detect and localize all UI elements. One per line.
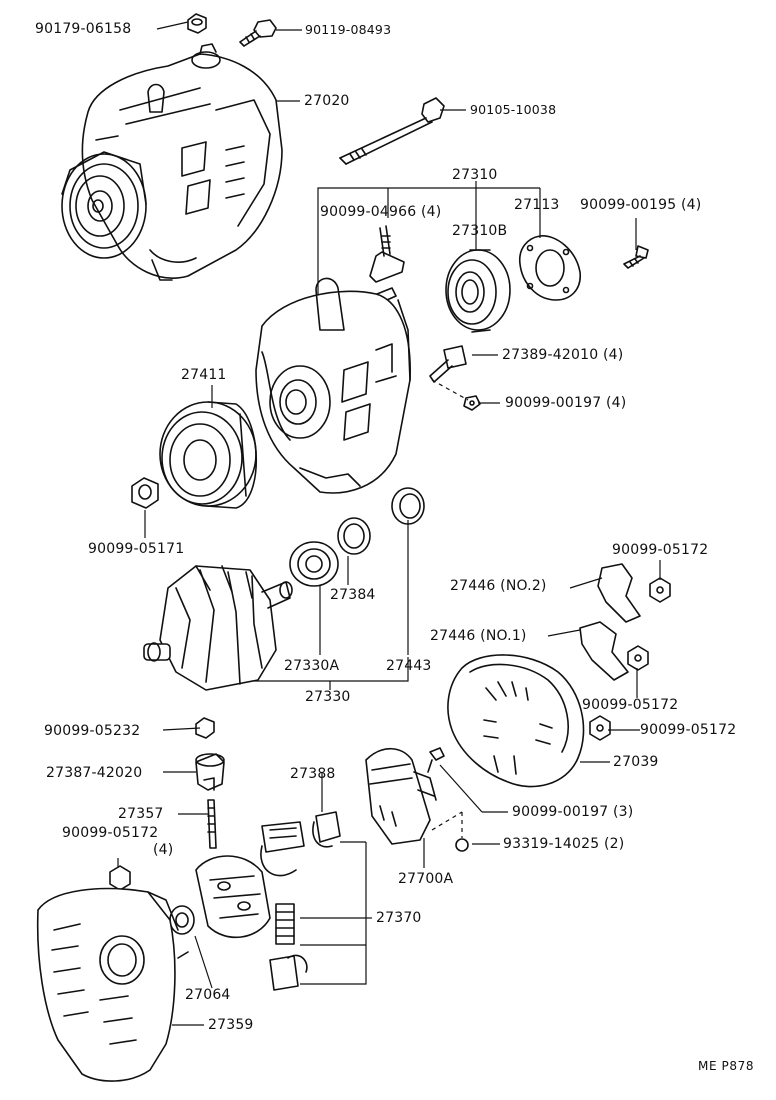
rectifier-plate <box>195 855 271 939</box>
stud-bolt-90099-04966 <box>369 225 405 305</box>
leader-lines <box>117 21 661 1026</box>
rear-cover-27039 <box>447 654 585 788</box>
label-93319-14025: 93319-14025 (2) <box>503 836 625 852</box>
retainer-plate-27113 <box>518 235 581 301</box>
nut-90099-05171 <box>131 477 159 509</box>
stud-27357 <box>207 799 217 849</box>
label-90099-00197-3: 90099-00197 (3) <box>512 804 634 820</box>
nut-90179-06158 <box>187 13 207 34</box>
rectifier-end-frame-27359 <box>36 887 189 1082</box>
label-90099-05172-d: 90099-05172 <box>62 825 159 841</box>
nut-90099-05172-b <box>627 645 649 671</box>
label-27411: 27411 <box>181 367 227 383</box>
figure-code: ME P878 <box>698 1059 755 1073</box>
pulley-27411 <box>159 401 258 509</box>
screw-90099-00195 <box>623 245 649 269</box>
washer-93319-14025 <box>455 838 469 852</box>
label-27064: 27064 <box>185 987 231 1003</box>
label-27446-no2: 27446 (NO.2) <box>450 578 547 594</box>
ring-27384 <box>337 517 371 555</box>
holder-27388 <box>312 811 341 848</box>
screw-90099-00197-3 <box>427 747 445 773</box>
label-27359: 27359 <box>208 1017 254 1033</box>
cover-27443 <box>391 487 425 525</box>
label-90105-10038: 90105-10038 <box>470 102 557 117</box>
nut-90099-05172-d <box>109 865 131 891</box>
drive-end-frame-27310 <box>255 277 411 494</box>
rotor-27330 <box>143 565 293 691</box>
nut-90099-05172-a <box>649 577 671 603</box>
cover-27446-no2 <box>597 563 641 623</box>
label-90099-04966: 90099-04966 (4) <box>320 204 442 220</box>
label-27443: 27443 <box>386 658 432 674</box>
brush-holder-27370 <box>260 821 308 991</box>
label-90099-05172-a: 90099-05172 <box>612 542 709 558</box>
label-90099-05172-c: 90099-05172 <box>640 722 737 738</box>
cover-27446-no1 <box>579 621 629 681</box>
label-27039: 27039 <box>613 754 659 770</box>
stud-27389-42010 <box>429 345 467 383</box>
label-27370: 27370 <box>376 910 422 926</box>
label-90099-00195: 90099-00195 (4) <box>580 197 702 213</box>
label-90099-00197-4: 90099-00197 (4) <box>505 395 627 411</box>
bolt-90119-08493 <box>239 19 277 47</box>
label-27446-no1: 27446 (NO.1) <box>430 628 527 644</box>
label-27113: 27113 <box>514 197 560 213</box>
bearing-27310b <box>445 249 511 333</box>
label-27330a: 27330A <box>284 658 340 674</box>
alternator-assembly-27020 <box>61 43 283 281</box>
label-90099-05232: 90099-05232 <box>44 723 141 739</box>
label-27700a: 27700A <box>398 871 454 887</box>
label-27310: 27310 <box>452 167 498 183</box>
label-27020: 27020 <box>304 93 350 109</box>
label-27384: 27384 <box>330 587 376 603</box>
bearing-27330a <box>289 541 339 587</box>
label-90099-05172-b: 90099-05172 <box>582 697 679 713</box>
nut-90099-05232 <box>195 717 215 739</box>
label-27310b: 27310B <box>452 223 508 239</box>
screw-90099-00197 <box>463 395 481 411</box>
terminal-27387-42020 <box>195 753 225 791</box>
regulator-27700a <box>365 747 437 845</box>
label-27389-42010: 27389-42010 (4) <box>502 347 624 363</box>
label-90099-05172-d-qty: (4) <box>153 842 174 858</box>
through-bolt-90105-10038 <box>339 97 445 165</box>
label-90119-08493: 90119-08493 <box>305 22 392 37</box>
label-27388: 27388 <box>290 766 336 782</box>
label-90099-05171: 90099-05171 <box>88 541 185 557</box>
label-90179-06158: 90179-06158 <box>35 21 132 37</box>
nut-90099-05172-c <box>589 715 611 741</box>
label-27387-42020: 27387-42020 <box>46 765 143 781</box>
label-27357: 27357 <box>118 806 164 822</box>
label-27330: 27330 <box>305 689 351 705</box>
